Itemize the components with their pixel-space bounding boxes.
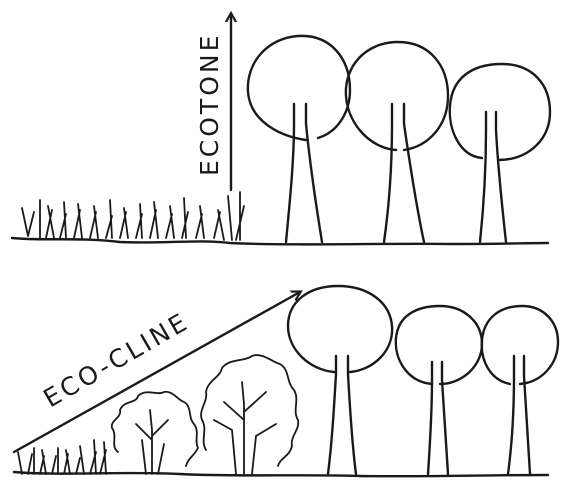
tree-trunk (480, 112, 506, 242)
top-tree-3 (450, 64, 550, 242)
tree-trunk (428, 362, 448, 474)
bottom-ground-line (14, 472, 548, 476)
shrub-foliage (112, 392, 198, 466)
ecotone-label: ECOTONE (195, 33, 224, 176)
top-grass-cluster (22, 192, 244, 240)
tree-canopy (346, 42, 448, 150)
ecotone-panel: ECOTONE (12, 14, 550, 244)
tree-canopy (450, 64, 550, 160)
tree-trunk (384, 104, 424, 242)
bottom-tree-2 (396, 306, 482, 474)
tree-canopy (482, 306, 558, 384)
tree-canopy (396, 306, 482, 384)
tree-canopy (248, 36, 350, 140)
bottom-grass-cluster (18, 440, 106, 474)
tree-trunk (286, 104, 322, 242)
tree-trunk (508, 356, 530, 474)
ecocline-label: ECO-CLINE (39, 307, 195, 414)
medium-shrub (201, 355, 298, 474)
top-tree-1 (248, 36, 350, 242)
small-shrub (112, 392, 198, 474)
top-ground-line (12, 238, 548, 244)
top-tree-2 (346, 42, 448, 242)
shrub-foliage (201, 355, 298, 466)
ecocline-arrow (14, 292, 300, 452)
tree-trunk (328, 356, 356, 474)
tree-canopy (288, 286, 392, 372)
ecocline-panel: ECO-CLINE (14, 286, 558, 476)
bottom-tree-1 (288, 286, 392, 474)
bottom-tree-3 (482, 306, 558, 474)
